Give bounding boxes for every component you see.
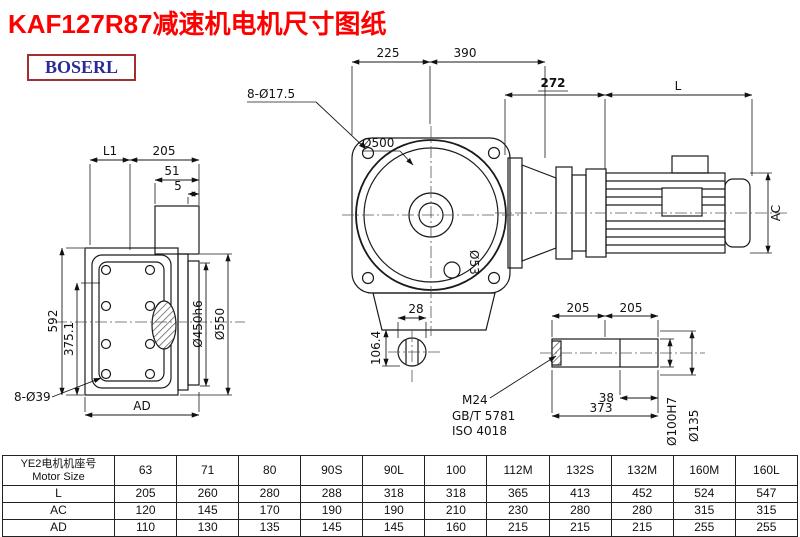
page-title: KAF127R87减速机电机尺寸图纸 — [8, 9, 387, 39]
size-col-132s: 132S — [548, 455, 612, 486]
brand-logo: BOSERL — [27, 54, 137, 81]
row-label-ad: AD — [2, 519, 115, 537]
shaft-detail: 205 205 38 373 M24 GB/T 5781 ISO 4018 Ø1… — [452, 301, 705, 446]
dim-label-225: 225 — [377, 46, 400, 60]
cell-ad-10: 255 — [734, 519, 799, 537]
size-col-90l: 90L — [362, 455, 426, 486]
cell-l-1: 260 — [176, 485, 240, 503]
dia-label-450: Ø450h6 — [191, 300, 205, 348]
dim-label-373: 373 — [590, 401, 613, 415]
cell-ac-1: 145 — [176, 502, 240, 520]
cell-ac-7: 280 — [548, 502, 612, 520]
label-back-holes: 8-Ø39 — [14, 390, 51, 404]
cell-ac-9: 315 — [672, 502, 736, 520]
size-col-132m: 132M — [610, 455, 674, 486]
dim-label-5: 5 — [174, 179, 182, 193]
cell-ac-10: 315 — [734, 502, 799, 520]
dim-label-ad: AD — [133, 399, 150, 413]
cell-ad-0: 110 — [113, 519, 178, 537]
dia-label-135: Ø135 — [687, 410, 701, 442]
size-col-100: 100 — [424, 455, 488, 486]
cell-ad-7: 215 — [548, 519, 612, 537]
dim-label-38: 38 — [599, 391, 614, 405]
motor-size-header-en: Motor Size — [32, 470, 85, 483]
motor-view: 272 L AC — [495, 76, 790, 269]
cell-ad-9: 255 — [672, 519, 736, 537]
cell-l-9: 524 — [672, 485, 736, 503]
label-thread-m24: M24 — [462, 393, 488, 407]
cell-ac-0: 120 — [113, 502, 178, 520]
dim-label-28: 28 — [408, 302, 423, 316]
cell-ac-5: 210 — [424, 502, 488, 520]
cell-ad-5: 160 — [424, 519, 488, 537]
size-col-160m: 160M — [672, 455, 736, 486]
size-col-80: 80 — [238, 455, 302, 486]
dim-label-272: 272 — [540, 76, 565, 90]
cell-ad-2: 135 — [238, 519, 302, 537]
motor-size-header-cn: YE2电机机座号 — [20, 457, 97, 470]
cell-ac-6: 230 — [486, 502, 550, 520]
dia-label-500: Ø500 — [362, 136, 394, 150]
dim-label-375: 375.1 — [62, 322, 76, 356]
size-col-63: 63 — [113, 455, 178, 486]
cell-l-2: 280 — [238, 485, 302, 503]
cell-l-6: 365 — [486, 485, 550, 503]
table-header-row: YE2电机机座号 Motor Size 63 71 80 90S 90L 100… — [2, 455, 799, 486]
cell-ac-3: 190 — [300, 502, 364, 520]
cell-ad-6: 215 — [486, 519, 550, 537]
cell-ad-8: 215 — [610, 519, 674, 537]
motor-size-header: YE2电机机座号 Motor Size — [2, 455, 115, 486]
dia-label-550: Ø550 — [213, 308, 227, 340]
cell-ad-4: 145 — [362, 519, 426, 537]
dim-label-ac: AC — [769, 205, 783, 221]
front-view: 8-Ø17.5 225 390 Ø500 Ø53 28 106.4 — [247, 46, 546, 383]
row-label-ac: AC — [2, 502, 115, 520]
cell-l-8: 452 — [610, 485, 674, 503]
cell-l-5: 318 — [424, 485, 488, 503]
table-row-ac: AC 120 145 170 190 190 210 230 280 280 3… — [2, 502, 799, 520]
label-std-gb: GB/T 5781 — [452, 409, 515, 423]
cell-ac-4: 190 — [362, 502, 426, 520]
dim-label-l1: L1 — [103, 144, 117, 158]
dim-label-592: 592 — [46, 310, 60, 333]
dim-label-motor-l: L — [675, 79, 682, 93]
size-col-112m: 112M — [486, 455, 550, 486]
dia-label-53: Ø53 — [467, 250, 481, 275]
cell-l-4: 318 — [362, 485, 426, 503]
row-label-l: L — [2, 485, 115, 503]
cell-ac-2: 170 — [238, 502, 302, 520]
left-view: L1 205 51 5 592 375.1 8-Ø39 AD Ø450h6 Ø5… — [14, 144, 245, 418]
label-flange-holes: 8-Ø17.5 — [247, 87, 295, 101]
table-row-l: L 205 260 280 288 318 318 365 413 452 52… — [2, 485, 799, 503]
dim-label-shaft-205-left: 205 — [567, 301, 590, 315]
label-std-iso: ISO 4018 — [452, 424, 507, 438]
cell-ad-1: 130 — [176, 519, 240, 537]
cell-l-0: 205 — [113, 485, 178, 503]
dim-label-106: 106.4 — [369, 331, 383, 365]
dim-label-205: 205 — [153, 144, 176, 158]
dim-label-390: 390 — [454, 46, 477, 60]
cell-l-3: 288 — [300, 485, 364, 503]
table-row-ad: AD 110 130 135 145 145 160 215 215 215 2… — [2, 519, 799, 537]
technical-drawing: L1 205 51 5 592 375.1 8-Ø39 AD Ø450h6 Ø5… — [14, 46, 790, 446]
size-col-160l: 160L — [734, 455, 799, 486]
dim-label-shaft-205-right: 205 — [620, 301, 643, 315]
cell-l-7: 413 — [548, 485, 612, 503]
cell-ac-8: 280 — [610, 502, 674, 520]
size-col-71: 71 — [176, 455, 240, 486]
cell-ad-3: 145 — [300, 519, 364, 537]
cell-l-10: 547 — [734, 485, 799, 503]
size-col-90s: 90S — [300, 455, 364, 486]
motor-size-table: YE2电机机座号 Motor Size 63 71 80 90S 90L 100… — [2, 455, 799, 537]
dia-label-100: Ø100H7 — [665, 397, 679, 446]
dim-label-51: 51 — [164, 164, 179, 178]
